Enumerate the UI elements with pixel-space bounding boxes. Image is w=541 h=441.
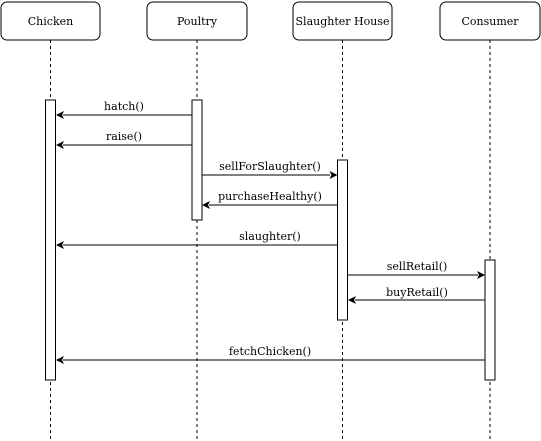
message-purchase-healthy[interactable]: purchaseHealthy(): [202, 190, 338, 209]
message-hatch[interactable]: hatch(): [56, 100, 192, 119]
message-sell-for-slaughter-label: sellForSlaughter(): [219, 160, 321, 173]
participant-chicken[interactable]: Chicken: [0, 1, 101, 41]
message-fetch-chicken[interactable]: fetchChicken(): [56, 345, 485, 364]
message-slaughter[interactable]: slaughter(): [56, 230, 338, 249]
participant-poultry[interactable]: Poultry: [146, 1, 248, 41]
message-raise-label: raise(): [106, 130, 142, 143]
message-purchase-healthy-label: purchaseHealthy(): [218, 190, 322, 203]
participant-consumer[interactable]: Consumer: [439, 1, 541, 41]
message-sell-retail[interactable]: sellRetail(): [347, 260, 486, 279]
activation-chicken: [45, 99, 56, 381]
participant-slaughter-house-label: Slaughter House: [296, 15, 390, 28]
arrowhead-left-icon: [348, 296, 356, 304]
participant-consumer-label: Consumer: [461, 15, 519, 28]
participant-slaughter-house[interactable]: Slaughter House: [292, 1, 393, 41]
participant-poultry-label: Poultry: [177, 15, 218, 28]
activation-consumer: [484, 259, 496, 381]
message-fetch-chicken-label: fetchChicken(): [229, 345, 311, 358]
arrowhead-left-icon: [56, 111, 64, 119]
arrowhead-left-icon: [202, 201, 210, 209]
message-sell-for-slaughter[interactable]: sellForSlaughter(): [202, 160, 338, 179]
activation-slaughter-house: [337, 159, 348, 321]
arrowhead-left-icon: [56, 356, 64, 364]
message-hatch-label: hatch(): [104, 100, 144, 113]
message-buy-retail[interactable]: buyRetail(): [348, 286, 485, 304]
message-buy-retail-label: buyRetail(): [386, 286, 448, 299]
message-raise[interactable]: raise(): [56, 130, 192, 149]
arrowhead-right-icon: [477, 271, 485, 279]
arrowhead-left-icon: [56, 241, 64, 249]
arrowhead-left-icon: [56, 141, 64, 149]
activation-poultry: [191, 99, 203, 221]
arrowhead-right-icon: [329, 171, 338, 179]
participant-chicken-label: Chicken: [28, 15, 73, 28]
message-slaughter-label: slaughter(): [239, 230, 301, 243]
message-sell-retail-label: sellRetail(): [387, 260, 448, 273]
